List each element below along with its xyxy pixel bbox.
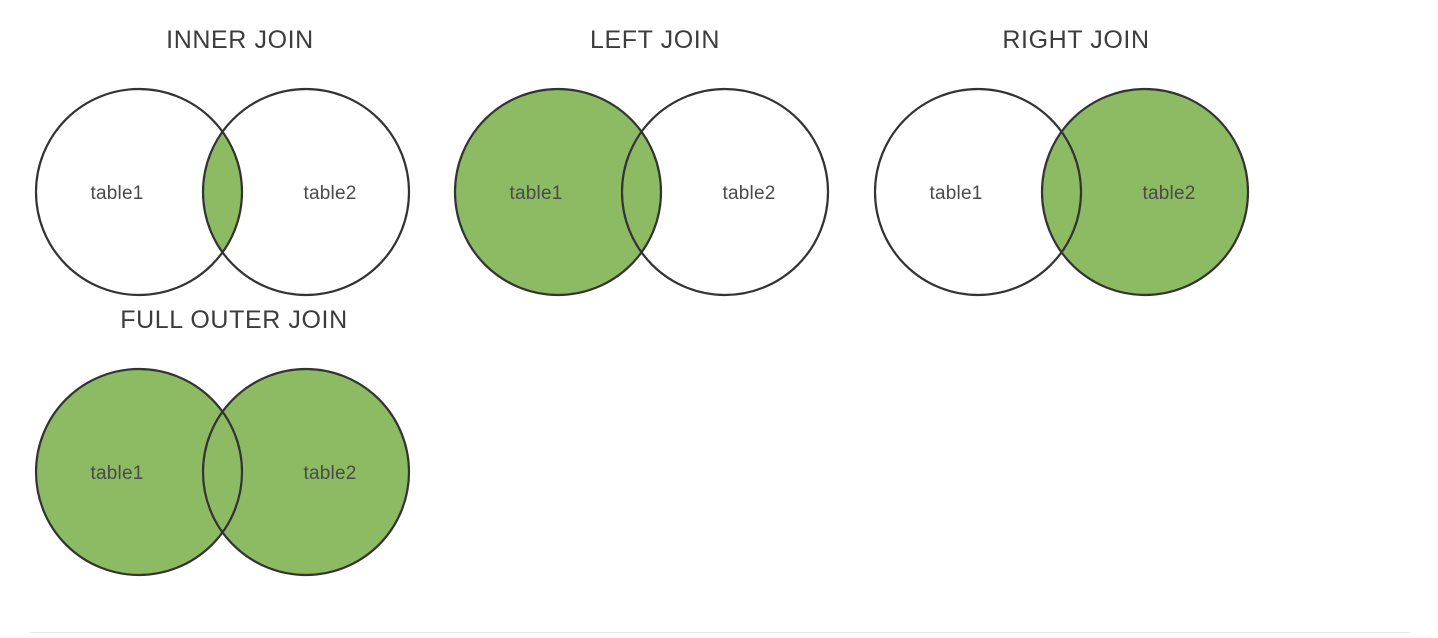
venn-label-table1-right: table1 — [930, 183, 983, 204]
venn-svg-right-join: table1 table2 — [873, 87, 1250, 297]
venn-label-table2-full: table2 — [304, 463, 357, 484]
figure-title-right-join: RIGHT JOIN — [1002, 26, 1150, 54]
region-table1-fill-full — [36, 369, 242, 575]
region-table2-fill-right — [1042, 89, 1248, 295]
figure-title-left-join: LEFT JOIN — [590, 26, 720, 54]
venn-label-table2-right: table2 — [1143, 183, 1196, 204]
venn-label-table2-left: table2 — [723, 183, 776, 204]
circle-table2-full — [201, 367, 411, 577]
circle-table1-left — [453, 87, 663, 297]
venn-svg-full-outer-join: table1 table2 — [34, 367, 411, 577]
figure-title-full-outer-join: FULL OUTER JOIN — [120, 306, 348, 334]
region-table2-fill-full — [203, 369, 409, 575]
venn-figure-full-outer-join: FULL OUTER JOIN table1 table2 — [0, 290, 470, 600]
circle-table2-left — [620, 87, 830, 297]
venn-figure-left-join: LEFT JOIN table1 table2 — [420, 0, 890, 310]
venn-figure-inner-join: INNER JOIN table1 table2 — [0, 0, 470, 310]
circle-table1-right — [873, 87, 1083, 297]
circle-table1-inner — [34, 87, 244, 297]
venn-label-table1-inner: table1 — [91, 183, 144, 204]
region-table1-fill-left — [455, 89, 661, 295]
venn-figure-right-join: RIGHT JOIN table1 table2 — [843, 0, 1313, 310]
venn-label-table1-left: table1 — [510, 183, 563, 204]
figure-title-inner-join: INNER JOIN — [166, 26, 314, 54]
circle-table2-inner — [201, 87, 411, 297]
venn-label-table2-inner: table2 — [304, 183, 357, 204]
bottom-divider — [30, 632, 1410, 633]
circle-table1-full — [34, 367, 244, 577]
venn-label-table1-full: table1 — [91, 463, 144, 484]
circle-table2-right — [1040, 87, 1250, 297]
venn-svg-inner-join: table1 table2 — [34, 87, 411, 297]
venn-svg-left-join: table1 table2 — [453, 87, 830, 297]
